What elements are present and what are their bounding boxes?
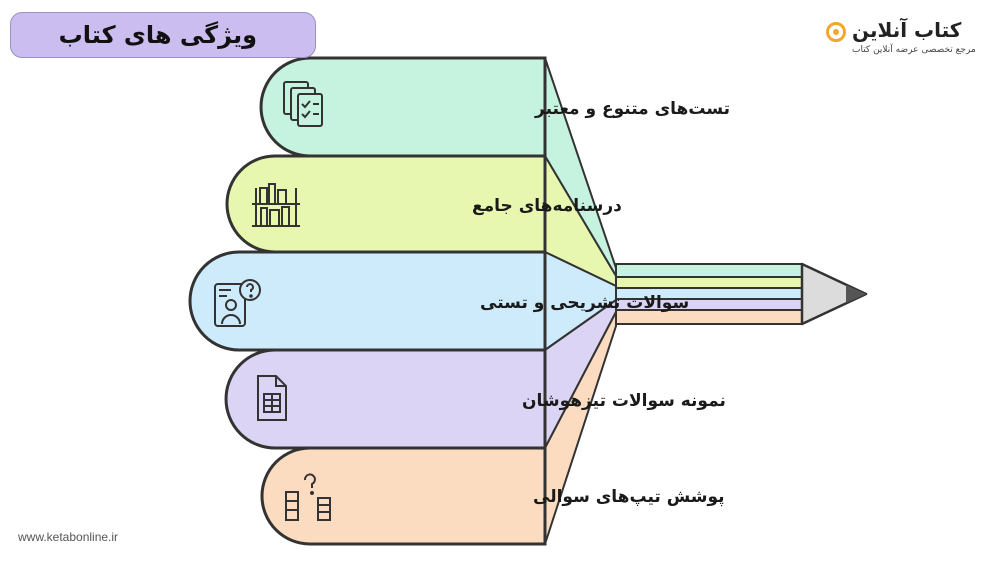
feature-card-1 bbox=[259, 56, 547, 158]
question-person-icon bbox=[214, 279, 261, 327]
feature-card-5 bbox=[260, 446, 547, 546]
page-title: ویژگی های کتاب bbox=[58, 21, 257, 49]
feature-3: سوالات تشریحی و تستی bbox=[188, 250, 689, 352]
fan-connectors bbox=[544, 57, 617, 545]
feature-2: درسنامه‌های جامع bbox=[225, 154, 622, 254]
logo-mark-icon bbox=[826, 22, 846, 42]
feature-label-3: سوالات تشریحی و تستی bbox=[480, 293, 689, 313]
logo-tagline: مرجع تخصصی عرضه آنلاین کتاب bbox=[852, 45, 976, 55]
feature-card-3 bbox=[188, 250, 547, 352]
pencil-stripe-2 bbox=[615, 276, 803, 289]
pencil-stripe-1 bbox=[615, 263, 803, 278]
test-documents-icon bbox=[283, 81, 323, 127]
feature-card-4 bbox=[224, 348, 547, 450]
question-blocks-icon bbox=[285, 473, 331, 521]
feature-label-5: پوشش تیپ‌های سوالی bbox=[533, 487, 724, 507]
logo-name: کتاب آنلاین bbox=[852, 18, 962, 42]
feature-label-2: درسنامه‌های جامع bbox=[472, 196, 622, 216]
feature-label-1: تست‌های متنوع و معتبر bbox=[534, 99, 730, 119]
title-badge: ویژگی های کتاب bbox=[10, 12, 316, 58]
feature-5: پوشش تیپ‌های سوالی bbox=[260, 446, 724, 546]
pencil bbox=[615, 262, 868, 326]
feature-4: نمونه سوالات تیزهوشان bbox=[224, 348, 726, 450]
bookshelf-icon bbox=[252, 183, 300, 227]
pencil-lead bbox=[846, 285, 866, 303]
feature-1: تست‌های متنوع و معتبر bbox=[259, 56, 730, 158]
brand-logo[interactable]: کتاب آنلاین مرجع تخصصی عرضه آنلاین کتاب bbox=[826, 18, 976, 58]
spreadsheet-document-icon bbox=[257, 375, 287, 421]
website-link[interactable]: www.ketabonline.ir bbox=[18, 530, 119, 544]
pencil-tip bbox=[800, 262, 868, 326]
feature-label-4: نمونه سوالات تیزهوشان bbox=[522, 391, 726, 411]
feature-card-2 bbox=[225, 154, 547, 254]
